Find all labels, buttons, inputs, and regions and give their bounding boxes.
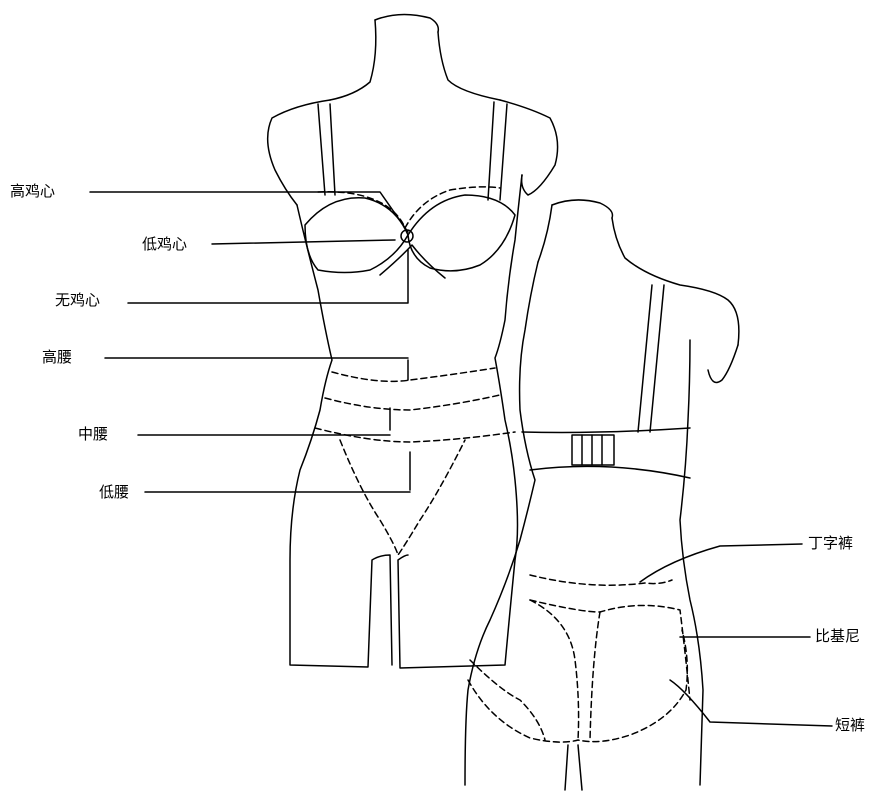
back-bra-hook [572,435,614,465]
back-bra-band-bottom [530,466,690,478]
label-low-waist: 低腰 [99,485,129,500]
back-shoulder [708,345,738,382]
leader-lines [90,192,832,726]
back-strap-inner [650,285,664,432]
label-shorts: 短裤 [835,718,865,733]
back-body-right [680,340,703,785]
front-neck-right [438,32,500,100]
front-shoulder-right [500,100,558,195]
front-high-waist-line [332,368,495,381]
label-bikini: 比基尼 [815,629,860,644]
front-neck-left [330,20,376,100]
front-shoulder-left [268,100,330,205]
label-thong: 丁字裤 [808,536,853,551]
front-body-left [290,205,392,667]
front-mannequin [268,14,558,668]
back-neck-left [538,205,552,262]
back-thong-line [530,575,672,585]
leader-shorts [670,680,832,726]
back-bikini-line [530,600,690,700]
back-leg-right [578,745,582,790]
label-mid-waist: 中腰 [78,427,108,442]
back-leg-left [565,745,568,790]
back-bra-band-top [522,428,690,433]
back-neck [552,200,613,218]
label-low-gore: 低鸡心 [142,237,187,252]
label-high-gore: 高鸡心 [10,184,55,199]
front-neck-top [375,14,438,32]
label-high-waist: 高腰 [42,350,72,365]
front-panty-line [340,440,465,555]
back-mannequin [465,200,739,790]
leader-no-gore [128,250,408,303]
label-no-gore: 无鸡心 [55,293,100,308]
front-mid-waist-line [325,395,500,410]
front-body-right [398,175,522,668]
back-strap [638,285,652,432]
front-high-gore-line [318,187,500,228]
leader-thong [640,544,802,582]
leader-low-gore [212,240,395,244]
back-neck-right [612,218,739,345]
